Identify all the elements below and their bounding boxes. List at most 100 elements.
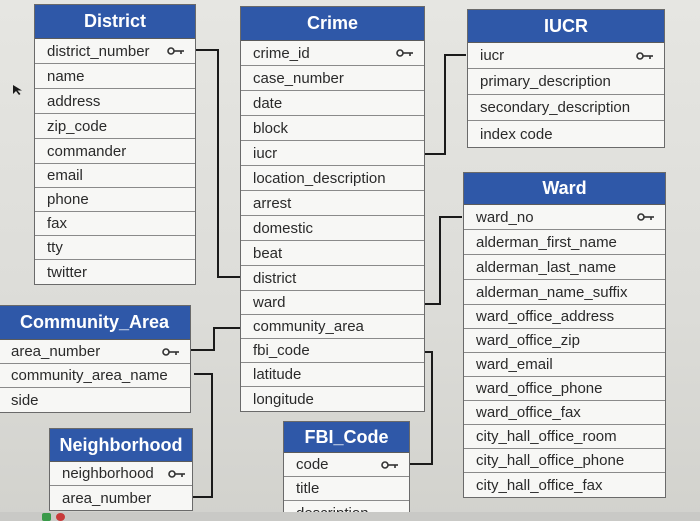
field-label: side bbox=[11, 391, 39, 409]
field-area_number[interactable]: area_number bbox=[50, 486, 192, 510]
field-side[interactable]: side bbox=[0, 388, 190, 412]
field-primary_description[interactable]: primary_description bbox=[468, 69, 664, 95]
field-secondary_description[interactable]: secondary_description bbox=[468, 95, 664, 121]
field-city_hall_office_room[interactable]: city_hall_office_room bbox=[464, 425, 665, 449]
ward-table[interactable]: Ward ward_no alderman_first_name alderma… bbox=[463, 172, 666, 498]
field-label: neighborhood bbox=[62, 465, 154, 482]
district-table-header: District bbox=[35, 5, 195, 39]
field-label: ward_office_zip bbox=[476, 332, 580, 349]
field-label: ward_email bbox=[476, 356, 553, 373]
field-label: arrest bbox=[253, 194, 292, 212]
field-label: ward bbox=[253, 294, 286, 311]
field-city_hall_office_phone[interactable]: city_hall_office_phone bbox=[464, 449, 665, 473]
taskbar-edge bbox=[0, 512, 700, 521]
field-crime_id[interactable]: crime_id bbox=[241, 41, 424, 66]
key-icon bbox=[168, 469, 185, 478]
field-date[interactable]: date bbox=[241, 91, 424, 116]
field-case_number[interactable]: case_number bbox=[241, 66, 424, 91]
field-ward_email[interactable]: ward_email bbox=[464, 353, 665, 377]
field-fax[interactable]: fax bbox=[35, 212, 195, 236]
field-name[interactable]: name bbox=[35, 64, 195, 89]
app-icon[interactable] bbox=[56, 513, 65, 521]
field-description[interactable]: description bbox=[284, 501, 409, 515]
district-table[interactable]: District district_number name address zi… bbox=[34, 4, 196, 285]
field-zip_code[interactable]: zip_code bbox=[35, 114, 195, 139]
field-label: tty bbox=[47, 239, 63, 256]
community-area-table-header: Community_Area bbox=[0, 306, 190, 340]
community-area-table[interactable]: Community_Area area_number community_are… bbox=[0, 305, 191, 413]
key-icon bbox=[637, 213, 654, 221]
field-district[interactable]: district bbox=[241, 266, 424, 291]
neighborhood-table-header: Neighborhood bbox=[50, 429, 192, 462]
fbi-code-table[interactable]: FBI_Code code title description bbox=[283, 421, 410, 516]
crime-table[interactable]: Crime crime_id case_number date block iu… bbox=[240, 6, 425, 412]
crime-table-header: Crime bbox=[241, 7, 424, 41]
field-label: ward_office_fax bbox=[476, 404, 581, 421]
field-block[interactable]: block bbox=[241, 116, 424, 141]
field-label: community_area_name bbox=[11, 367, 168, 384]
neighborhood-table[interactable]: Neighborhood neighborhood area_number bbox=[49, 428, 193, 511]
field-domestic[interactable]: domestic bbox=[241, 216, 424, 241]
ward-table-header: Ward bbox=[464, 173, 665, 205]
field-iucr[interactable]: iucr bbox=[241, 141, 424, 166]
field-iucr[interactable]: iucr bbox=[468, 43, 664, 69]
field-label: ward_office_phone bbox=[476, 380, 603, 397]
key-icon bbox=[636, 51, 653, 60]
field-tty[interactable]: tty bbox=[35, 236, 195, 260]
field-longitude[interactable]: longitude bbox=[241, 387, 424, 411]
field-label: code bbox=[296, 456, 329, 473]
field-latitude[interactable]: latitude bbox=[241, 363, 424, 387]
field-ward_office_fax[interactable]: ward_office_fax bbox=[464, 401, 665, 425]
field-alderman_name_suffix[interactable]: alderman_name_suffix bbox=[464, 280, 665, 305]
field-phone[interactable]: phone bbox=[35, 188, 195, 212]
field-ward_no[interactable]: ward_no bbox=[464, 205, 665, 230]
field-label: title bbox=[296, 480, 320, 497]
field-ward[interactable]: ward bbox=[241, 291, 424, 315]
field-label: phone bbox=[47, 191, 89, 208]
field-label: alderman_first_name bbox=[476, 233, 617, 251]
field-location_description[interactable]: location_description bbox=[241, 166, 424, 191]
field-label: date bbox=[253, 94, 283, 112]
field-label: city_hall_office_phone bbox=[476, 452, 625, 469]
field-twitter[interactable]: twitter bbox=[35, 260, 195, 284]
key-icon bbox=[167, 47, 184, 55]
field-community_area[interactable]: community_area bbox=[241, 315, 424, 339]
field-ward_office_zip[interactable]: ward_office_zip bbox=[464, 329, 665, 353]
field-label: alderman_last_name bbox=[476, 258, 617, 276]
fbi-code-table-header: FBI_Code bbox=[284, 422, 409, 453]
field-ward_office_phone[interactable]: ward_office_phone bbox=[464, 377, 665, 401]
iucr-table[interactable]: IUCR iucr primary_description secondary_… bbox=[467, 9, 665, 148]
field-label: district bbox=[253, 269, 297, 287]
field-title[interactable]: title bbox=[284, 477, 409, 501]
field-label: primary_description bbox=[480, 73, 611, 90]
field-commander[interactable]: commander bbox=[35, 139, 195, 164]
field-district_number[interactable]: district_number bbox=[35, 39, 195, 64]
field-city_hall_office_fax[interactable]: city_hall_office_fax bbox=[464, 473, 665, 497]
field-arrest[interactable]: arrest bbox=[241, 191, 424, 216]
field-label: latitude bbox=[253, 366, 302, 383]
field-label: case_number bbox=[253, 69, 344, 87]
key-icon bbox=[162, 347, 179, 356]
field-label: zip_code bbox=[47, 117, 108, 135]
app-icon[interactable] bbox=[42, 513, 51, 521]
field-neighborhood[interactable]: neighborhood bbox=[50, 462, 192, 486]
field-label: ward_no bbox=[476, 208, 534, 226]
field-alderman_last_name[interactable]: alderman_last_name bbox=[464, 255, 665, 280]
field-code[interactable]: code bbox=[284, 453, 409, 477]
field-ward_office_address[interactable]: ward_office_address bbox=[464, 305, 665, 329]
cursor-icon bbox=[13, 85, 22, 95]
field-label: crime_id bbox=[253, 44, 310, 62]
field-label: secondary_description bbox=[480, 99, 631, 116]
field-email[interactable]: email bbox=[35, 164, 195, 188]
field-label: city_hall_office_fax bbox=[476, 476, 603, 494]
field-alderman_first_name[interactable]: alderman_first_name bbox=[464, 230, 665, 255]
field-address[interactable]: address bbox=[35, 89, 195, 114]
field-area_number[interactable]: area_number bbox=[0, 340, 190, 364]
field-community_area_name[interactable]: community_area_name bbox=[0, 364, 190, 388]
field-beat[interactable]: beat bbox=[241, 241, 424, 266]
field-label: location_description bbox=[253, 169, 386, 187]
field-index-code[interactable]: index code bbox=[468, 121, 664, 147]
field-label: fax bbox=[47, 215, 68, 232]
field-label: iucr bbox=[253, 144, 278, 162]
field-fbi_code[interactable]: fbi_code bbox=[241, 339, 424, 363]
